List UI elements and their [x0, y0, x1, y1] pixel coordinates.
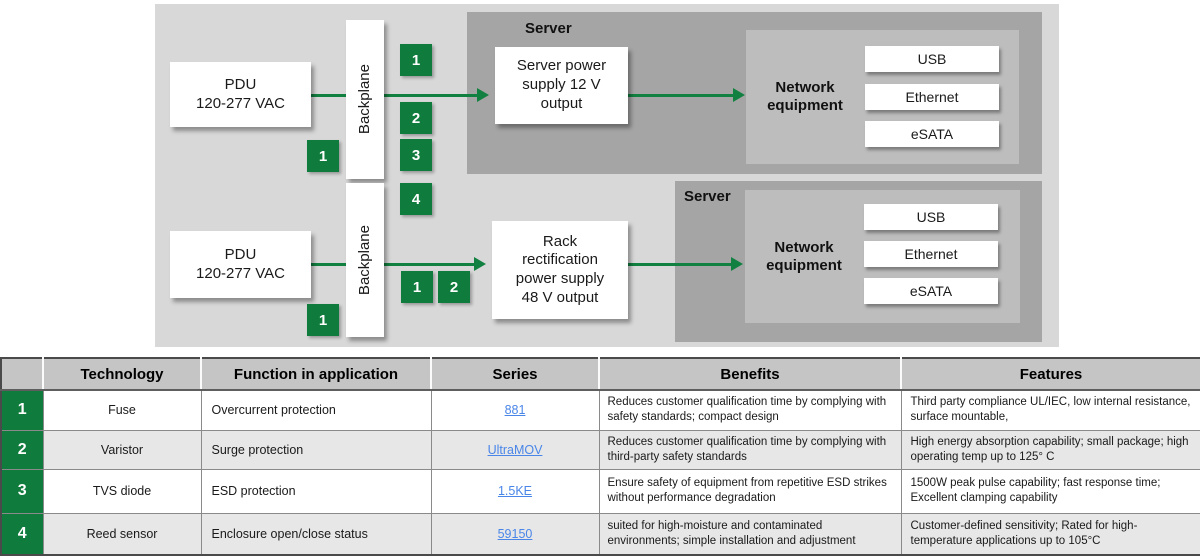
ethernet-box-bottom: Ethernet [864, 241, 998, 267]
server-power-supply-box: Server power supply 12 V output [495, 47, 628, 124]
table-row: 2 Varistor Surge protection UltraMOV Red… [0, 429, 1200, 470]
table-row: 3 TVS diode ESD protection 1.5KE Ensure … [0, 468, 1200, 514]
header-series: Series [430, 358, 599, 391]
rack-rectification-power-supply-box: Rack rectification power supply 48 V out… [492, 221, 628, 319]
cell-technology: TVS diode [42, 468, 202, 514]
table-row: 4 Reed sensor Enclosure open/close statu… [0, 512, 1200, 556]
series-link-59150[interactable]: 59150 [497, 526, 533, 541]
badge-varistor-top: 2 [400, 102, 432, 134]
cell-benefits: Reduces customer qualification time by c… [598, 389, 902, 431]
network-equipment-label-bottom: Network equipment [766, 238, 842, 274]
cell-technology: Varistor [42, 429, 202, 470]
technology-table: Technology Function in application Serie… [0, 357, 1200, 556]
cell-features: 1500W peak pulse capability; fast respon… [900, 468, 1200, 514]
series-link-ultramov[interactable]: UltraMOV [487, 442, 543, 457]
badge-fuse-left-top: 1 [307, 140, 339, 172]
network-equipment-label-top: Network equipment [767, 79, 843, 114]
row-number: 4 [0, 512, 44, 556]
cell-technology: Reed sensor [42, 512, 202, 556]
cell-function: Overcurrent protection [200, 389, 432, 431]
network-equipment-panel-top: Network equipment USB Ethernet eSATA [746, 30, 1019, 164]
arrow-pdu-to-rack-psu [311, 263, 474, 266]
cell-benefits: Ensure safety of equipment from repetiti… [598, 468, 902, 514]
esata-box-top: eSATA [865, 121, 999, 147]
cell-series: UltraMOV [430, 429, 600, 470]
table-header-row: Technology Function in application Serie… [1, 358, 1200, 391]
cell-series: 881 [430, 389, 600, 431]
pdu-box-top: PDU 120-277 VAC [170, 62, 311, 127]
corner-cell [1, 358, 43, 391]
cell-function: Surge protection [200, 429, 432, 470]
pdu-box-bottom: PDU 120-277 VAC [170, 231, 311, 298]
cell-function: ESD protection [200, 468, 432, 514]
cell-function: Enclosure open/close status [200, 512, 432, 556]
network-equipment-panel-bottom: Network equipment USB Ethernet eSATA [745, 190, 1020, 323]
power-architecture-diagram: Server Server Network equipment USB Ethe… [155, 4, 1059, 347]
cell-benefits: suited for high-moisture and contaminate… [598, 512, 902, 556]
row-number: 1 [0, 389, 44, 431]
cell-features: High energy absorption capability; small… [900, 429, 1200, 470]
arrowhead-psu-to-network-top [733, 88, 745, 102]
backplane-box-bottom: Backplane [346, 183, 384, 337]
arrowhead-psu-to-network-bottom [731, 257, 743, 271]
arrowhead-pdu-to-rack-psu [474, 257, 486, 271]
arrow-pdu-to-server-psu [311, 94, 477, 97]
server-panel-top-label: Server [525, 20, 572, 37]
badge-fuse-bottom: 1 [401, 271, 433, 303]
header-technology: Technology [42, 358, 201, 391]
cell-technology: Fuse [42, 389, 202, 431]
row-number: 2 [0, 429, 44, 470]
series-link-881[interactable]: 881 [504, 403, 526, 418]
cell-series: 1.5KE [430, 468, 600, 514]
cell-series: 59150 [430, 512, 600, 556]
cell-features: Customer-defined sensitivity; Rated for … [900, 512, 1200, 556]
header-benefits: Benefits [598, 358, 901, 391]
badge-fuse-top: 1 [400, 44, 432, 76]
series-link-15ke[interactable]: 1.5KE [497, 484, 533, 498]
badge-fuse-left-bottom: 1 [307, 304, 339, 336]
arrowhead-pdu-to-server-psu [477, 88, 489, 102]
arrow-psu-to-network-bottom [628, 263, 731, 266]
usb-box-bottom: USB [864, 204, 998, 230]
header-function: Function in application [200, 358, 431, 391]
server-panel-bottom-label: Server [684, 188, 731, 205]
ethernet-box-top: Ethernet [865, 84, 999, 110]
cell-features: Third party compliance UL/IEC, low inter… [900, 389, 1200, 431]
badge-reed-sensor: 4 [400, 183, 432, 215]
table-row: 1 Fuse Overcurrent protection 881 Reduce… [0, 389, 1200, 431]
badge-varistor-bottom: 2 [438, 271, 470, 303]
row-number: 3 [0, 468, 44, 514]
esata-box-bottom: eSATA [864, 278, 998, 304]
badge-tvs-top: 3 [400, 139, 432, 171]
header-features: Features [900, 358, 1200, 391]
arrow-psu-to-network-top [628, 94, 733, 97]
backplane-box-top: Backplane [346, 20, 384, 179]
cell-benefits: Reduces customer qualification time by c… [598, 429, 902, 470]
usb-box-top: USB [865, 46, 999, 72]
